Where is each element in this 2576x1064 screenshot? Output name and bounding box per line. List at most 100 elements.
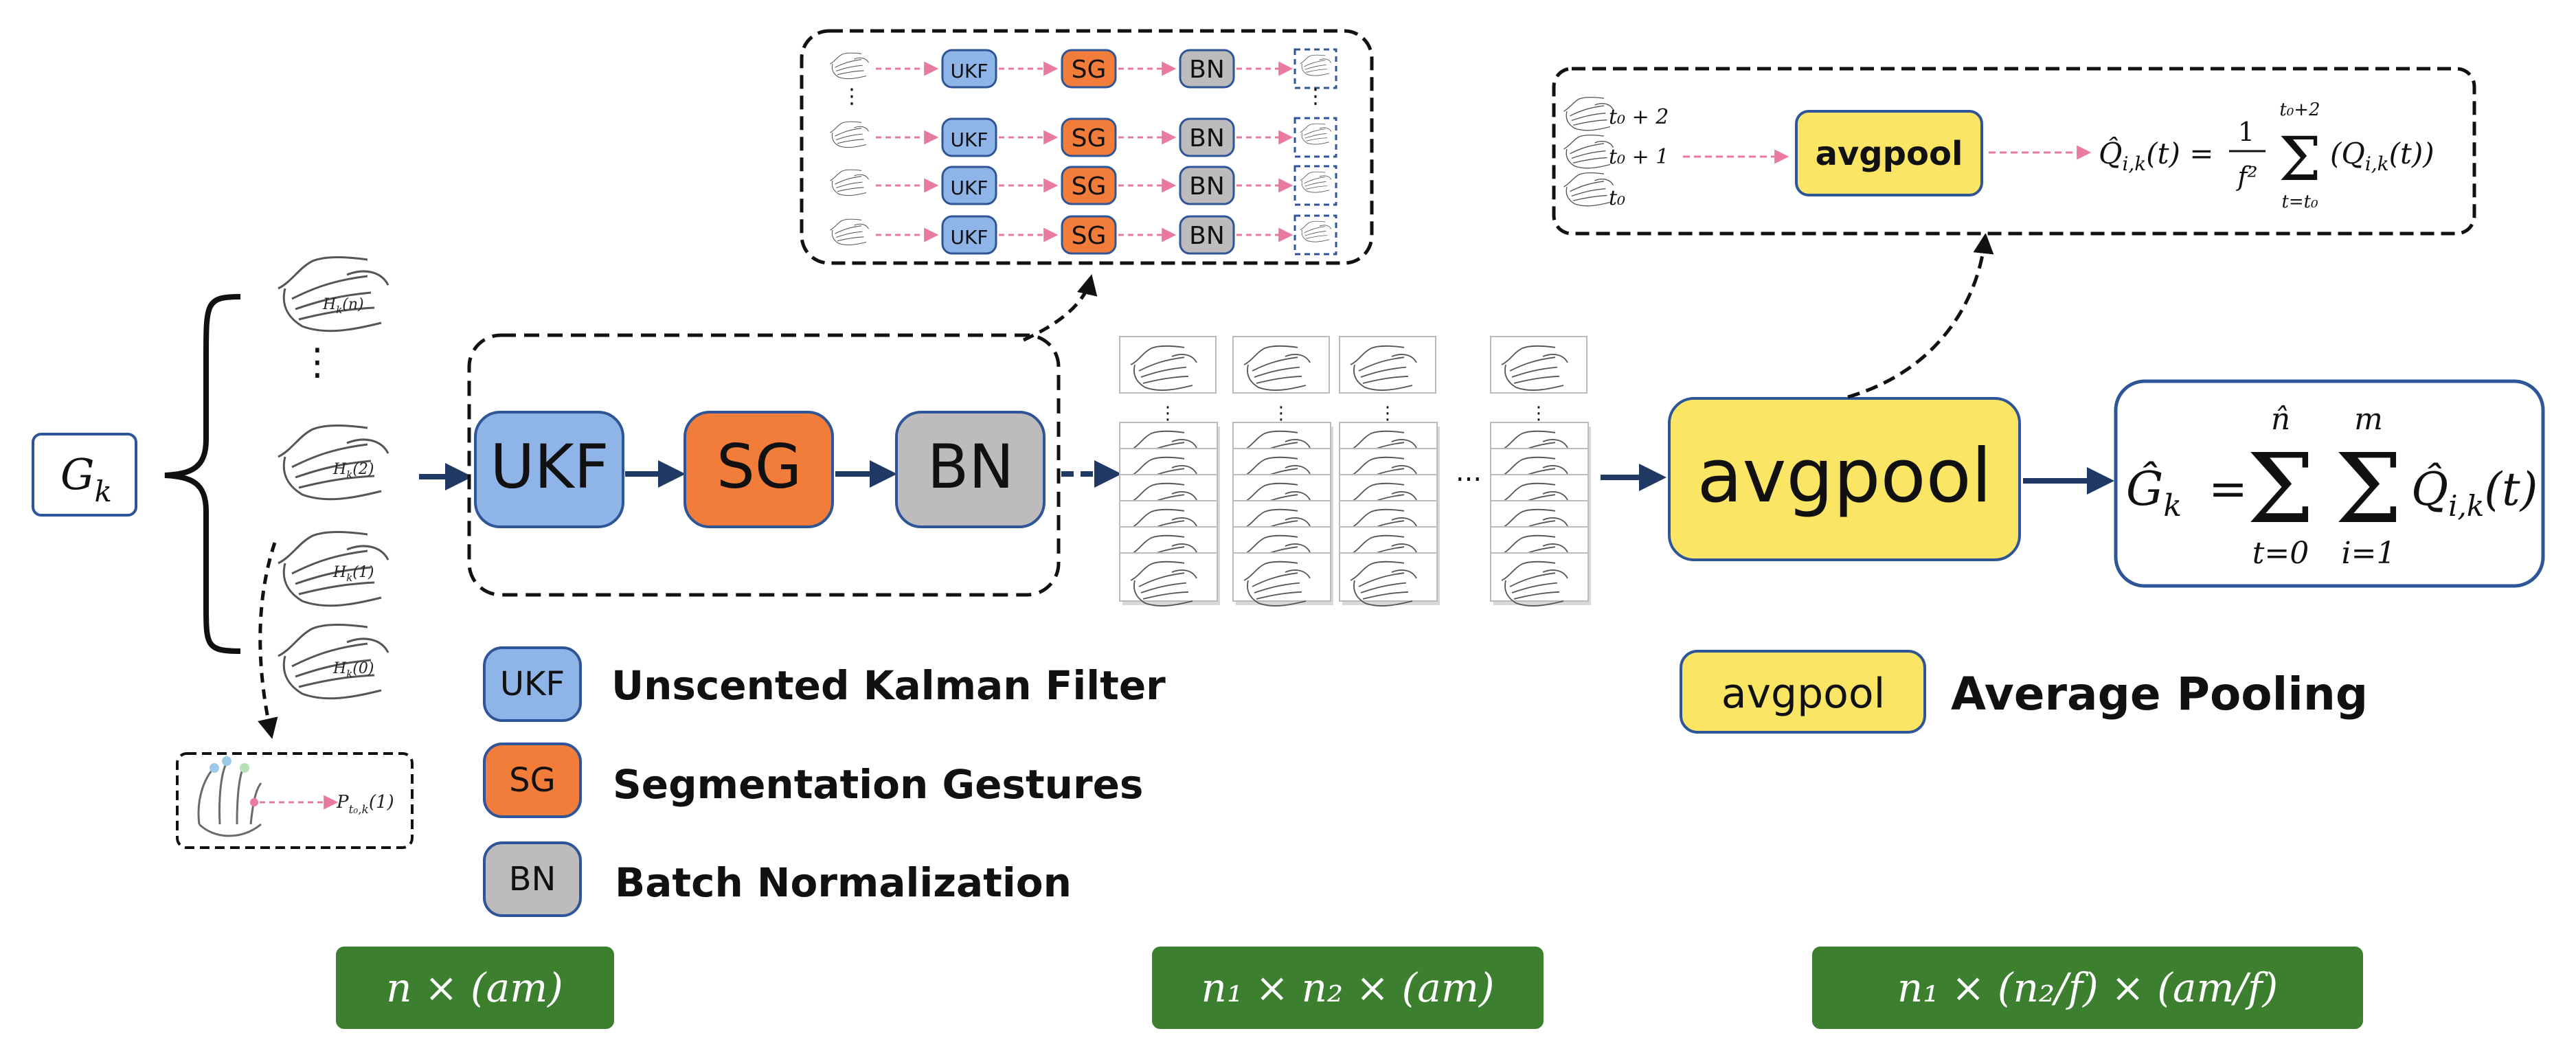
svg-text:UKF: UKF (500, 665, 565, 703)
frame-stack: ⋮ (1119, 336, 1220, 607)
time-label-1: t₀ + 1 (1609, 145, 1669, 169)
output-sum2-top: m (2354, 402, 2383, 437)
detail-row: UKF SG BN (829, 117, 1337, 158)
pool-sum-sign: Σ (2279, 124, 2321, 194)
svg-text:⋮: ⋮ (1305, 84, 1326, 109)
pool-sum-bottom: t=t₀ (2281, 192, 2318, 212)
legend-ukf-text: Unscented Kalman Filter (611, 662, 1166, 709)
input-node: Gk (32, 433, 137, 517)
svg-text:SG: SG (509, 761, 556, 800)
detail-row: UKF SG BN (829, 48, 1337, 89)
avgpool-detail-box (1552, 67, 2476, 236)
ukf-label: UKF (490, 431, 609, 502)
pool-frac-num: 1 (2238, 117, 2255, 147)
legend-avgpool: avgpool Average Pooling (1680, 650, 2368, 734)
point-detail-arrow (258, 542, 278, 739)
svg-text:⋮: ⋮ (841, 84, 862, 109)
frame-stacks: ⋮ ⋮ ⋮ ⋮ (1119, 336, 1591, 607)
point-detail-box: Pt₀,k(1) (176, 752, 414, 849)
bn-label: BN (927, 431, 1014, 502)
detail-row: UKF SG BN (829, 165, 1337, 206)
hand-label-n: Hk(n) (322, 296, 364, 316)
avgpool-detail-arrow (1847, 233, 1994, 399)
detail-ukf-label: UKF (951, 128, 988, 151)
detail-bn-block (1179, 215, 1235, 255)
dims: n × (am) n₁ × n₂ × (am) n₁ × (n₂/f) × (a… (336, 947, 2363, 1029)
avgpool-label: avgpool (1697, 433, 1991, 519)
legend-bn: BN Batch Normalization (483, 841, 1072, 917)
detail-ukf-block (941, 49, 997, 89)
pool-frac-den: f² (2235, 161, 2257, 192)
svg-text:⋮: ⋮ (1159, 403, 1177, 424)
stacks-ellipsis: ... (1456, 456, 1482, 488)
detail-sg-block (1061, 117, 1117, 157)
svg-text:n₁ × (n₂/f) × (am/f): n₁ × (n₂/f) × (am/f) (1897, 964, 2278, 1011)
avgpool-block: avgpool (1668, 397, 2021, 561)
avgpool-detail: t₀ + 2 t₀ + 1 t₀ avgpool Q̂i,k(t) = 1 f²… (1563, 96, 2434, 212)
svg-text:⋮: ⋮ (1530, 403, 1548, 424)
legend-sg-text: Segmentation Gestures (613, 761, 1143, 808)
svg-text:n × (am): n × (am) (386, 964, 563, 1011)
legend-avgpool-text: Average Pooling (1951, 668, 2368, 721)
detail-bn-label: BN (1189, 172, 1225, 201)
time-label-2: t₀ + 2 (1609, 105, 1669, 129)
frame-stack: ⋮ (1490, 336, 1591, 607)
brace (164, 294, 241, 654)
dim-badge-input: n × (am) (336, 947, 614, 1029)
svg-text:Gk: Gk (60, 449, 112, 508)
detail-sg-label: SG (1072, 56, 1107, 84)
pipeline-detail-rows: UKF SG BN UKF SG BN UKF SG BN UKF SG BN ⋮ ⋮ (829, 48, 1337, 256)
legend: UKF Unscented Kalman Filter SG Segmentat… (483, 646, 2368, 917)
detail-sg-label: SG (1072, 222, 1107, 250)
detail-sg-label: SG (1072, 172, 1107, 201)
detail-sg-block (1061, 49, 1117, 89)
svg-text:avgpool: avgpool (1721, 670, 1886, 718)
sg-label: SG (716, 431, 802, 502)
hand-image-n (277, 256, 389, 332)
detail-bn-label: BN (1189, 124, 1225, 152)
pipeline-detail-arrow (1022, 274, 1098, 342)
hand-label-1: Hk(1) (332, 564, 374, 584)
pool-formula-lhs: Q̂i,k(t) = (2099, 135, 2213, 175)
detail-sg-block (1061, 215, 1117, 255)
legend-sg: SG Segmentation Gestures (483, 743, 1143, 818)
pool-sum-top: t₀+2 (2279, 100, 2320, 120)
detail-bn-label: BN (1189, 56, 1225, 84)
output-sum1-top: n̂ (2271, 402, 2290, 437)
hand-sequence: Hk(n) ⋮ Hk(2) Hk(1) Hk(0) (277, 256, 389, 700)
dim-badge-stacks: n₁ × n₂ × (am) (1152, 947, 1544, 1029)
output-eq: = (2208, 462, 2248, 517)
detail-ukf-label: UKF (951, 60, 988, 82)
svg-text:⋮: ⋮ (1379, 403, 1397, 424)
detail-ukf-label: UKF (951, 226, 988, 249)
time-label-0: t₀ (1609, 186, 1625, 210)
output-sum1-bottom: t=0 (2252, 536, 2309, 571)
detail-ukf-block (941, 215, 997, 255)
output-box: Ĝk = n̂ Σ t=0 m Σ i=1 Q̂i,k(t) (2114, 379, 2545, 588)
detail-bn-label: BN (1189, 222, 1225, 250)
detail-sg-label: SG (1072, 124, 1107, 152)
hand-label-2: Hk(2) (332, 461, 374, 481)
legend-bn-text: Batch Normalization (615, 859, 1072, 906)
svg-text:BN: BN (509, 860, 556, 898)
hand-label-0: Hk(0) (332, 660, 374, 680)
output-sum2: Σ (2335, 433, 2403, 545)
output-sum2-bottom: i=1 (2342, 536, 2396, 571)
detail-sg-block (1061, 166, 1117, 205)
detail-ukf-block (941, 117, 997, 157)
input-sub: k (95, 475, 112, 508)
hand-ellipsis: ⋮ (299, 340, 336, 383)
ukf-block: UKF (474, 411, 624, 528)
input-label: G (60, 449, 95, 499)
output-sum1: Σ (2247, 433, 2315, 545)
output-term: Q̂i,k(t) (2411, 463, 2538, 523)
detail-bn-block (1179, 117, 1235, 157)
dim-badge-output: n₁ × (n₂/f) × (am/f) (1812, 947, 2363, 1029)
detail-ukf-label: UKF (951, 177, 988, 199)
detail-bn-block (1179, 49, 1235, 89)
avgpool-detail-label: avgpool (1816, 135, 1963, 173)
point-label: Pt₀,k(1) (336, 792, 394, 817)
frame-stack: ⋮ (1232, 336, 1333, 607)
frame-stack: ⋮ (1339, 336, 1440, 607)
bn-block: BN (895, 411, 1046, 528)
